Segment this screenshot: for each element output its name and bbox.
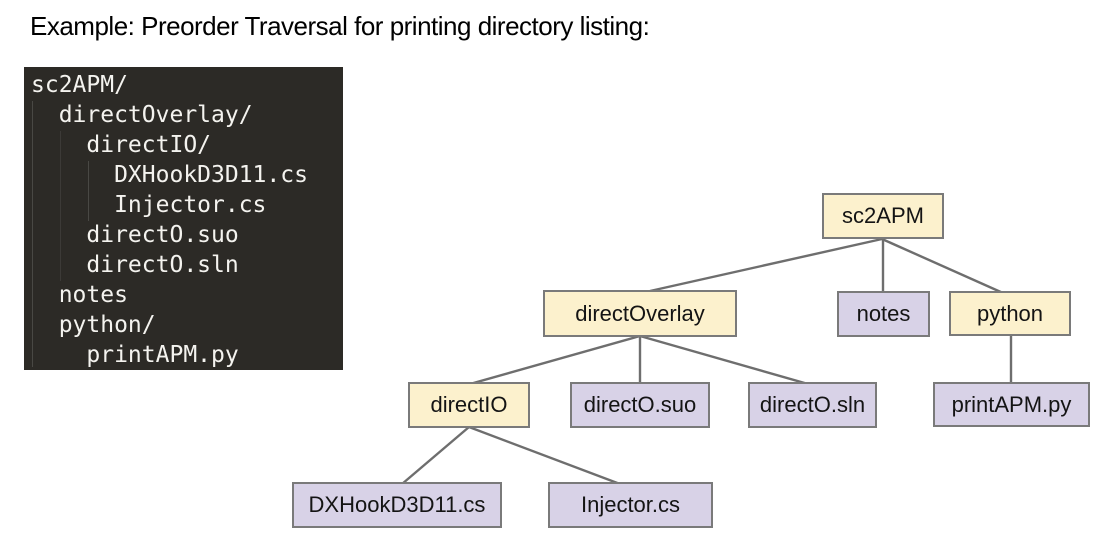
listing-line-Injector: Injector.cs — [31, 192, 267, 218]
listing-line-directO-sln: directO.sln — [31, 252, 239, 278]
tree-node-directO-suo: directO.suo — [570, 382, 710, 428]
listing-line-directIO: directIO/ — [31, 132, 212, 158]
tree-node-DXHookD3D11-cs: DXHookD3D11.cs — [292, 482, 502, 528]
tree-node-sc2APM: sc2APM — [822, 193, 944, 239]
edge-sc2APM-python — [881, 237, 1004, 295]
indent-guide — [32, 101, 33, 367]
tree-node-directO-sln: directO.sln — [748, 382, 877, 428]
listing-line-DXHookD3D11: DXHookD3D11.cs — [31, 162, 308, 188]
edge-directOverlay-directO-sln — [639, 334, 809, 386]
edge-directIO-Injector — [468, 425, 621, 486]
listing-line-printAPM: printAPM.py — [31, 342, 239, 368]
edge-sc2APM-directOverlay — [649, 237, 883, 293]
listing-line-sc2APM: sc2APM/ — [31, 72, 128, 98]
listing-line-python: python/ — [31, 312, 156, 338]
tree-node-directIO: directIO — [408, 382, 530, 428]
directory-listing-terminal: sc2APM/ directOverlay/ directIO/ DXHookD… — [24, 67, 343, 370]
edge-directIO-DXHookD3D11 — [401, 426, 470, 485]
indent-guide — [88, 161, 89, 221]
page-title: Example: Preorder Traversal for printing… — [30, 11, 650, 41]
tree-node-notes: notes — [837, 291, 930, 337]
listing-line-directO-suo: directO.suo — [31, 222, 239, 248]
indent-guide — [60, 131, 61, 281]
tree-node-python: python — [949, 291, 1071, 336]
tree-node-Injector-cs: Injector.cs — [548, 482, 713, 528]
tree-node-printAPM-py: printAPM.py — [933, 382, 1090, 427]
tree-node-directOverlay: directOverlay — [543, 290, 737, 337]
listing-line-notes: notes — [31, 282, 128, 308]
listing-line-directOverlay: directOverlay/ — [31, 102, 253, 128]
edge-directOverlay-directIO — [469, 334, 641, 386]
